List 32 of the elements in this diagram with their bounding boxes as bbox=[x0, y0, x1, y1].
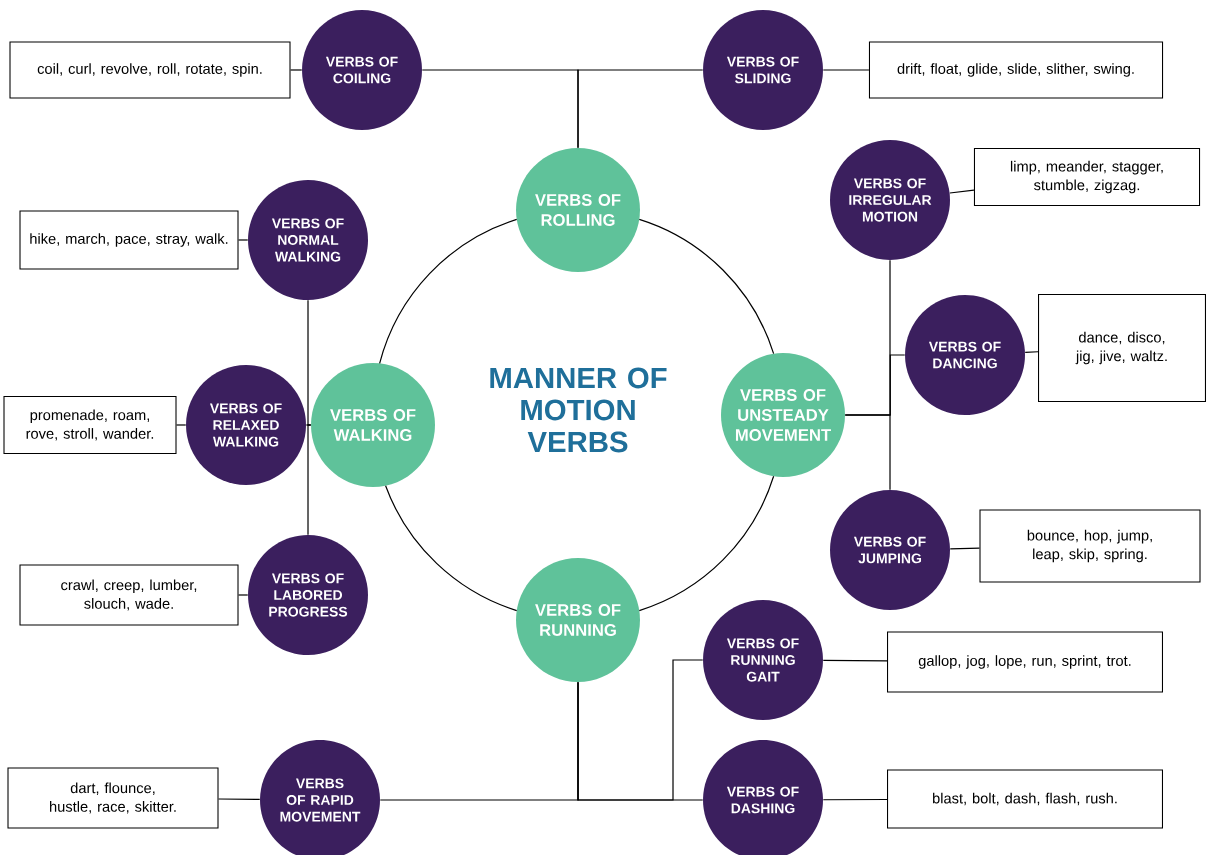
connector-line bbox=[638, 475, 775, 612]
connector-line bbox=[638, 218, 775, 355]
connector-line bbox=[577, 69, 704, 149]
connector-line bbox=[1024, 351, 1039, 353]
verb-list-box: limp, meander, stagger, stumble, zigzag. bbox=[973, 147, 1201, 207]
connector-line bbox=[385, 485, 518, 612]
verb-list-box: coil, curl, revolve, roll, rotate, spin. bbox=[9, 41, 291, 99]
verb-list-box: blast, bolt, dash, flash, rush. bbox=[887, 769, 1163, 829]
connector-line bbox=[237, 594, 249, 596]
connector-line bbox=[949, 547, 981, 550]
connector-line bbox=[822, 798, 888, 801]
verb-list-box: dance, disco, jig, jive, waltz. bbox=[1038, 294, 1206, 402]
verb-list-box: crawl, creep, lumber, slouch, wade. bbox=[19, 564, 239, 626]
connector-line bbox=[307, 299, 312, 426]
verb-list-box: drift, float, glide, slide, slither, swing. bbox=[868, 41, 1164, 99]
connector-line bbox=[844, 414, 891, 491]
verb-list-box: dart, flounce, hustle, race, skitter. bbox=[7, 767, 219, 829]
connector-line bbox=[822, 659, 888, 662]
connector-line bbox=[289, 69, 303, 71]
connector-line bbox=[379, 218, 518, 364]
verb-list-box: hike, march, pace, stray, walk. bbox=[19, 210, 239, 270]
connector-line bbox=[175, 424, 187, 426]
connector-line bbox=[822, 69, 870, 71]
connector-line bbox=[237, 239, 249, 241]
connector-line bbox=[577, 681, 704, 801]
connector-line bbox=[307, 424, 312, 536]
verb-list-box: gallop, jog, lope, run, sprint, trot. bbox=[887, 631, 1163, 693]
verb-list-box: promenade, roam, rove, stroll, wander. bbox=[3, 395, 177, 455]
connector-line bbox=[217, 798, 261, 800]
connector-line bbox=[949, 189, 975, 194]
title: MANNER OF MOTION VERBS bbox=[490, 367, 667, 453]
verb-list-box: bounce, hop, jump, leap, skip, spring. bbox=[979, 509, 1201, 583]
